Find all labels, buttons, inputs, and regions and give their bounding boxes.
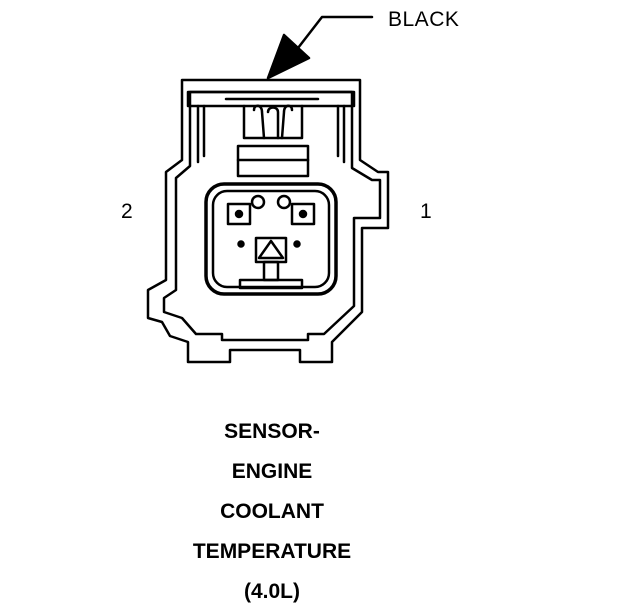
polarizing-key	[237, 236, 304, 290]
pin-label-1: 1	[420, 200, 432, 223]
caption-line: COOLANT	[220, 500, 324, 523]
diagram-caption: SENSOR- ENGINE COOLANT TEMPERATURE (4.0L…	[172, 412, 372, 612]
connector-housing-outer	[146, 78, 390, 364]
terminal-1	[276, 194, 316, 226]
locking-tab	[236, 104, 310, 178]
terminal-2	[226, 194, 266, 226]
connector-housing-inner	[162, 90, 382, 342]
callout-leader	[266, 15, 374, 80]
pin-label-2: 2	[121, 200, 133, 223]
callout-label: BLACK	[388, 8, 460, 31]
caption-line: SENSOR-	[224, 420, 320, 443]
latch-bar	[186, 90, 356, 164]
terminal-cavity	[204, 182, 338, 296]
caption-line: (4.0L)	[243, 580, 300, 603]
caption-line: TEMPERATURE	[192, 540, 352, 563]
caption-line: ENGINE	[231, 460, 313, 483]
